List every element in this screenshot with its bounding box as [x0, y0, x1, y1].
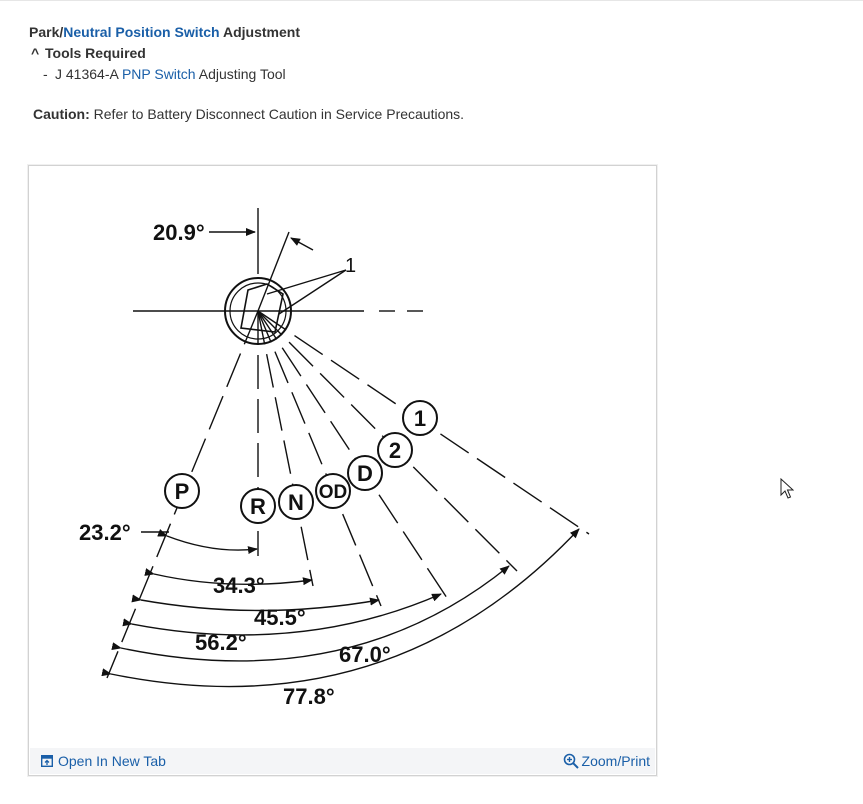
arc-67-0 — [111, 565, 510, 662]
label-n: N — [288, 490, 304, 515]
angle-67-0: 67.0° — [339, 642, 391, 667]
tools-required-label: Tools Required — [45, 45, 146, 61]
mouse-cursor-icon — [780, 478, 794, 499]
caution-note: Caution: Refer to Battery Disconnect Cau… — [33, 106, 464, 122]
open-new-tab-link[interactable]: Open In New Tab — [41, 753, 166, 769]
angle-77-8: 77.8° — [283, 684, 335, 709]
zoom-print-link[interactable]: Zoom/Print — [563, 753, 650, 769]
list-dash: - — [43, 66, 48, 82]
angle-45-5: 45.5° — [254, 605, 306, 630]
zoom-icon — [563, 753, 579, 769]
position-circle-p — [164, 473, 200, 509]
label-p: P — [175, 479, 190, 504]
tool-link-pnp-switch[interactable]: PNP Switch — [121, 66, 196, 82]
arc-77-8 — [101, 528, 580, 688]
position-circle-1 — [402, 400, 438, 436]
tool-name-suffix: Adjusting Tool — [195, 66, 286, 82]
title-link-neutral-position-switch[interactable]: Neutral Position Switch — [63, 24, 220, 40]
zoom-print-label: Zoom/Print — [581, 753, 650, 769]
callout-1: 1 — [345, 255, 356, 277]
callout-leader — [278, 269, 347, 315]
angle-56-2: 56.2° — [195, 630, 247, 655]
label-r: R — [250, 494, 266, 519]
angle-34-3: 34.3° — [213, 573, 265, 598]
callout-leader — [266, 269, 347, 295]
position-circle-d — [347, 455, 383, 491]
angle-20-9: 20.9° — [153, 220, 205, 245]
label-1: 1 — [414, 406, 426, 431]
position-circle-n — [278, 484, 314, 520]
position-circle-r — [240, 488, 276, 524]
figure-toolbar: Open In New Tab Zoom/Print — [30, 748, 655, 774]
title-prefix: Park/ — [29, 24, 64, 40]
label-2: 2 — [389, 438, 401, 463]
tool-part-number: J 41364-A — [55, 66, 122, 82]
open-new-tab-label: Open In New Tab — [58, 753, 166, 769]
figure-container: P R N OD D 2 1 20.9° 1 23.2° 34.3° 45.5°… — [28, 165, 657, 776]
arc-23-2 — [157, 529, 258, 555]
tools-required-heading[interactable]: ^ Tools Required — [31, 45, 146, 61]
title-suffix: Adjustment — [219, 24, 300, 40]
tool-list-item: -J 41364-A PNP Switch Adjusting Tool — [43, 66, 286, 82]
collapse-caret-icon[interactable]: ^ — [31, 45, 40, 61]
position-circle-2 — [377, 432, 413, 468]
top-divider — [0, 0, 863, 1]
label-od: OD — [319, 482, 348, 503]
angle-23-2: 23.2° — [79, 520, 131, 545]
shaft-flat — [240, 283, 284, 333]
open-tab-icon — [41, 755, 53, 767]
label-d: D — [357, 461, 373, 486]
dimension-arrow — [290, 237, 314, 251]
angle-ref-line — [257, 231, 290, 312]
position-circle-od — [315, 473, 351, 509]
page-title: Park/Neutral Position Switch Adjustment — [29, 24, 300, 40]
pnp-switch-diagram: P R N OD D 2 1 20.9° 1 23.2° 34.3° 45.5°… — [79, 208, 590, 709]
caution-label: Caution: — [33, 106, 90, 122]
caution-text: Refer to Battery Disconnect Caution in S… — [89, 106, 465, 122]
